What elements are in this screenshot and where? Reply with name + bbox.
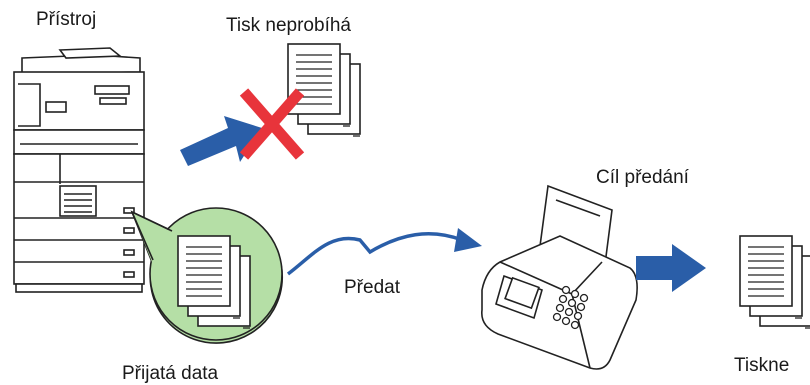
destination-label: Cíl předání — [596, 167, 689, 188]
forward-arrow-icon — [286, 228, 482, 276]
device-label: Přístroj — [36, 9, 97, 30]
received-data-label: Přijatá data — [122, 363, 219, 384]
mfp-printer-icon — [13, 47, 145, 293]
document-stack-icon — [177, 235, 251, 329]
no-print-label: Tisk neprobíhá — [226, 15, 351, 36]
document-stack-icon — [287, 43, 361, 137]
red-x-icon — [239, 88, 305, 160]
blue-arrow-icon — [636, 244, 706, 292]
fax-machine-icon — [481, 184, 638, 370]
blue-arrow-icon — [180, 116, 262, 166]
forward-label: Předat — [344, 277, 400, 298]
document-stack-icon — [739, 235, 810, 329]
printed-label: Tiskne — [734, 355, 790, 376]
